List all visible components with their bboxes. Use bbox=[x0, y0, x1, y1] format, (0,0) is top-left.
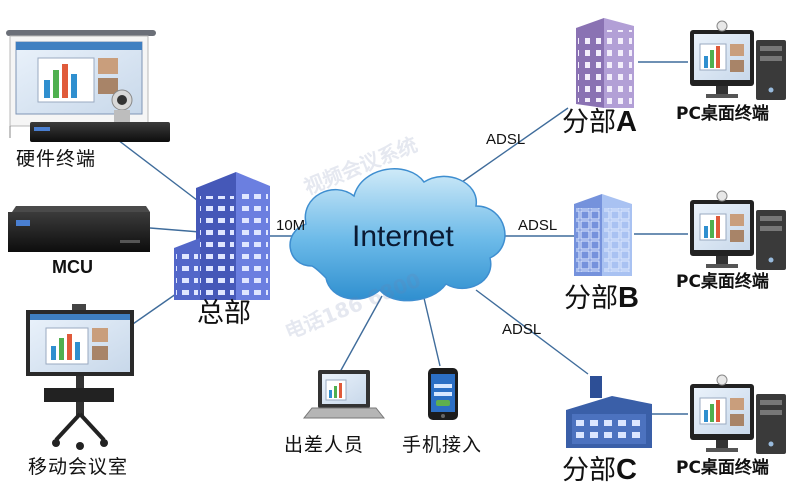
mobile-room-icon bbox=[26, 304, 134, 450]
pc-terminal-b-icon bbox=[690, 190, 786, 270]
pc-terminal-a-icon bbox=[690, 20, 786, 100]
hardware-terminal-label: 硬件终端 bbox=[16, 148, 97, 170]
laptop-icon bbox=[302, 370, 386, 419]
internet-cloud-icon bbox=[289, 168, 506, 302]
pc-terminal-b-label: PC桌面终端 bbox=[676, 272, 769, 292]
hardware-terminal-icon bbox=[6, 30, 170, 142]
hq-label: 总部 bbox=[197, 298, 251, 329]
branch-b-letter: B bbox=[618, 282, 639, 314]
branch-b-prefix: 分部 bbox=[564, 283, 618, 314]
pc-terminal-c-icon bbox=[690, 374, 786, 454]
branch-a-label: 分部A bbox=[562, 108, 637, 137]
branch-a-building-icon bbox=[576, 18, 634, 108]
link-internet-phone bbox=[423, 297, 441, 367]
link-internet-travel bbox=[339, 295, 383, 373]
branch-c-prefix: 分部 bbox=[562, 455, 616, 486]
link-mcu-hq bbox=[149, 227, 201, 233]
travel-staff-label: 出差人员 bbox=[284, 434, 365, 456]
branch-a-prefix: 分部 bbox=[562, 107, 616, 138]
mcu-label: MCU bbox=[52, 257, 93, 277]
branch-c-building-icon bbox=[566, 376, 652, 448]
smartphone-icon bbox=[428, 368, 458, 420]
mobile-room-label: 移动会议室 bbox=[28, 456, 129, 478]
branch-b-label: 分部B bbox=[564, 284, 639, 313]
link-label-adsl-b: ADSL bbox=[518, 217, 558, 234]
link-internet-branch-a bbox=[461, 107, 569, 183]
mobile-access-label: 手机接入 bbox=[402, 434, 483, 456]
link-label-adsl-a: ADSL bbox=[486, 131, 526, 148]
pc-terminal-a-label: PC桌面终端 bbox=[676, 104, 769, 124]
pc-terminal-c-label: PC桌面终端 bbox=[676, 458, 769, 478]
branch-b-building-icon bbox=[574, 194, 632, 276]
hq-building-icon bbox=[174, 172, 270, 300]
link-label-adsl-c: ADSL bbox=[502, 321, 542, 338]
link-label-10m: 10M bbox=[276, 217, 306, 234]
internet-label: Internet bbox=[352, 220, 454, 253]
branch-c-letter: C bbox=[616, 454, 637, 486]
branch-c-label: 分部C bbox=[562, 456, 637, 485]
connection-lines bbox=[117, 61, 688, 415]
link-hardware-hq bbox=[117, 139, 211, 211]
branch-a-letter: A bbox=[616, 106, 637, 138]
mcu-icon bbox=[8, 206, 150, 252]
link-internet-branch-c bbox=[475, 289, 589, 375]
